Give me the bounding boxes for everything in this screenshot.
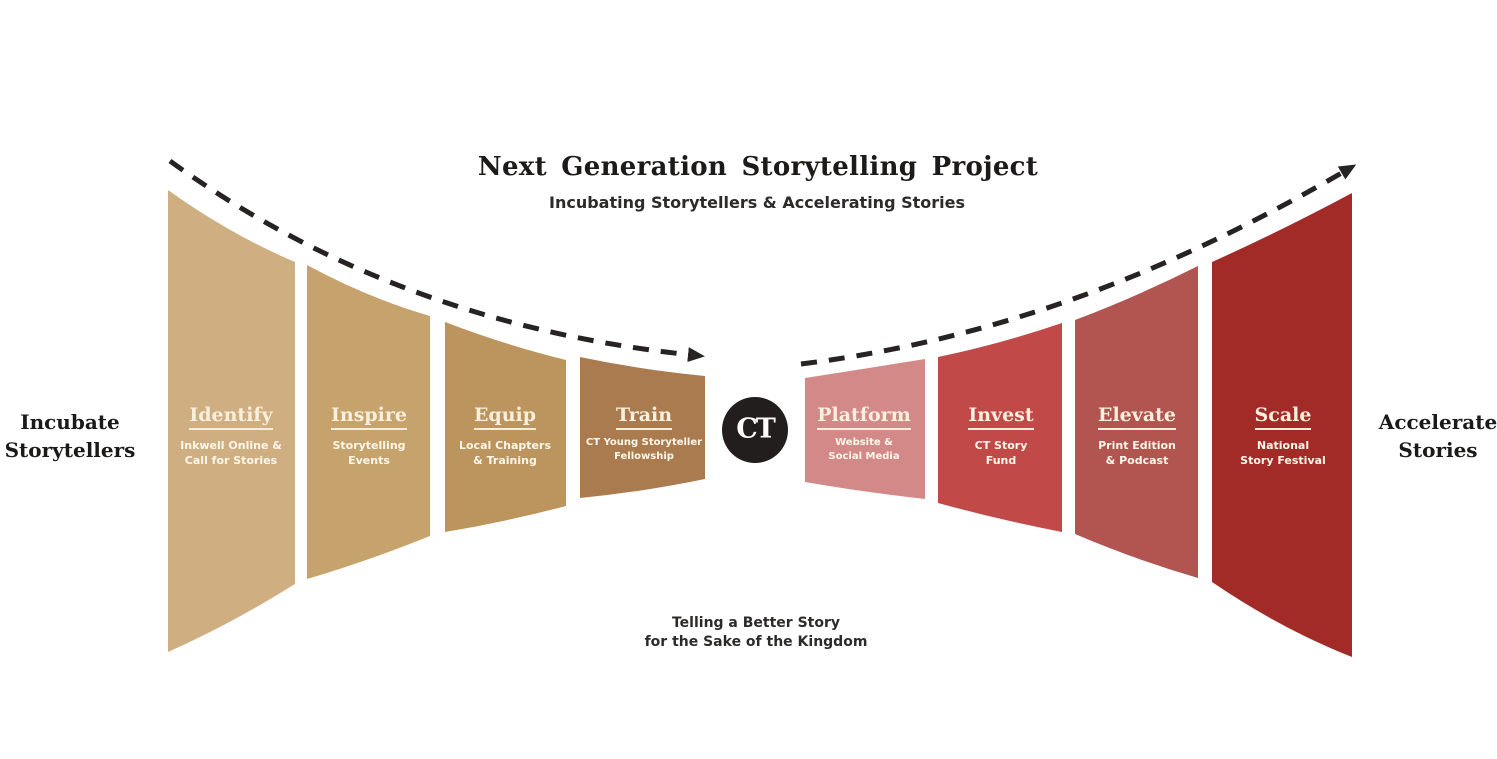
funnel-panel-scale	[1212, 193, 1352, 657]
right-flow-arrow	[800, 164, 1357, 367]
tagline-line2: for the Sake of the Kingdom	[644, 634, 868, 650]
panel-text-inspire: Inspire Storytelling Events	[299, 404, 439, 468]
panel-text-scale: Scale National Story Festival	[1213, 404, 1353, 468]
left-axis-label-line2: Storytellers	[4, 438, 136, 462]
panel-title: Equip	[435, 404, 575, 430]
funnel-panel-train	[580, 357, 705, 498]
ct-badge-label: CT	[736, 413, 776, 445]
funnel-panel-platform	[805, 359, 925, 499]
panel-title: Train	[574, 404, 714, 430]
panel-subtitle: Local Chapters & Training	[458, 439, 551, 467]
panel-text-train: Train CT Young Storyteller Fellowship	[574, 404, 714, 464]
left-flow-arrow	[168, 158, 705, 363]
tagline-line1: Telling a Better Story	[671, 615, 841, 631]
funnel-panel-invest	[938, 323, 1062, 532]
panel-title: Identify	[161, 404, 301, 430]
page-subtitle: Incubating Storytellers & Accelerating S…	[548, 193, 966, 212]
panel-title: Invest	[931, 404, 1071, 430]
panel-text-equip: Equip Local Chapters & Training	[435, 404, 575, 468]
panel-title: Inspire	[299, 404, 439, 430]
panel-text-invest: Invest CT Story Fund	[931, 404, 1071, 468]
left-axis-label-line1: Incubate	[20, 410, 120, 434]
left-axis-label: Incubate Storytellers	[0, 408, 150, 464]
panel-subtitle: Website & Social Media	[828, 437, 900, 462]
panel-title: Scale	[1213, 404, 1353, 430]
right-axis-label-line2: Stories	[1398, 438, 1478, 462]
panel-text-elevate: Elevate Print Edition & Podcast	[1067, 404, 1207, 468]
panel-subtitle: Print Edition & Podcast	[1098, 439, 1176, 467]
tagline: Telling a Better Story for the Sake of t…	[645, 614, 868, 652]
panel-title: Platform	[794, 404, 934, 430]
funnel-panel-elevate	[1075, 266, 1198, 578]
panel-subtitle: Storytelling Events	[332, 439, 406, 467]
panel-title: Elevate	[1067, 404, 1207, 430]
panel-subtitle: National Story Festival	[1240, 439, 1326, 467]
right-axis-label-line1: Accelerate	[1378, 410, 1497, 434]
panel-text-platform: Platform Website & Social Media	[794, 404, 934, 464]
panel-subtitle: Inkwell Online & Call for Stories	[180, 439, 282, 467]
panel-subtitle: CT Story Fund	[974, 439, 1028, 467]
right-axis-label: Accelerate Stories	[1358, 408, 1497, 464]
funnel-panel-inspire	[307, 265, 430, 579]
panel-subtitle: CT Young Storyteller Fellowship	[585, 437, 703, 462]
funnel-panel-equip	[445, 322, 566, 532]
panel-text-identify: Identify Inkwell Online & Call for Stori…	[161, 404, 301, 468]
ct-badge-circle	[722, 397, 788, 463]
page-title: Next Generation Storytelling Project	[477, 152, 1039, 182]
funnel-panel-identify	[168, 190, 295, 652]
